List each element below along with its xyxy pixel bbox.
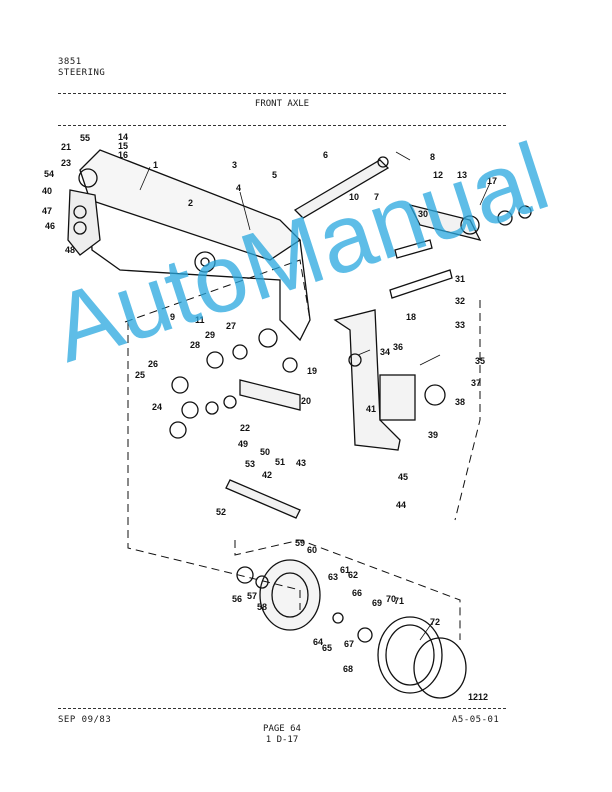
callout-21: 21 [61, 142, 71, 152]
callout-70: 70 [386, 594, 396, 604]
callout-50: 50 [260, 447, 270, 457]
callout-66: 66 [352, 588, 362, 598]
footer-code: A5-05-01 [452, 715, 500, 725]
callout-13: 13 [457, 170, 467, 180]
callout-36: 36 [393, 342, 403, 352]
callout-40: 40 [42, 186, 52, 196]
callout-7: 7 [374, 192, 379, 202]
callout-labels: 1 2 3 4 5 6 7 8 9 10 11 12 13 14 15 16 1… [42, 132, 497, 674]
callout-63: 63 [328, 572, 338, 582]
callout-68: 68 [343, 664, 353, 674]
callout-42: 42 [262, 470, 272, 480]
callout-48: 48 [65, 245, 75, 255]
callout-44: 44 [396, 500, 406, 510]
callout-65: 65 [322, 643, 332, 653]
callout-72: 72 [430, 617, 440, 627]
callout-27: 27 [226, 321, 236, 331]
callout-52: 52 [216, 507, 226, 517]
callout-32: 32 [455, 296, 465, 306]
callout-31: 31 [455, 274, 465, 284]
model-number: 3851 [58, 57, 82, 67]
callout-15: 15 [118, 141, 128, 151]
callout-25: 25 [135, 370, 145, 380]
callout-11: 11 [195, 315, 205, 325]
callout-54: 54 [44, 169, 54, 179]
callout-5: 5 [272, 170, 277, 180]
callout-24: 24 [152, 402, 162, 412]
callout-3: 3 [232, 160, 237, 170]
callout-12: 12 [433, 170, 443, 180]
footer-date: SEP 09/83 [58, 715, 112, 725]
callout-37: 37 [471, 378, 481, 388]
callout-71: 71 [394, 596, 404, 606]
callout-38: 38 [455, 397, 465, 407]
callout-35: 35 [475, 356, 485, 366]
callout-28: 28 [190, 340, 200, 350]
callout-16: 16 [118, 150, 128, 160]
callout-62: 62 [348, 570, 358, 580]
callout-4: 4 [236, 183, 241, 193]
callout-17: 17 [487, 176, 497, 186]
callout-8: 8 [430, 152, 435, 162]
callout-51: 51 [275, 457, 285, 467]
callout-14: 14 [118, 132, 128, 142]
callout-23: 23 [61, 158, 71, 168]
title-rule [58, 125, 506, 126]
callout-49: 49 [238, 439, 248, 449]
callout-2: 2 [188, 198, 193, 208]
callout-53: 53 [245, 459, 255, 469]
callout-34: 34 [380, 347, 390, 357]
callout-69: 69 [372, 598, 382, 608]
callout-26: 26 [148, 359, 158, 369]
callout-61: 61 [340, 565, 350, 575]
callout-47: 47 [42, 206, 52, 216]
top-rule [58, 93, 506, 94]
section-title: STEERING [58, 68, 106, 78]
callout-41: 41 [366, 404, 376, 414]
callout-67: 67 [344, 639, 354, 649]
callout-64: 64 [313, 637, 323, 647]
callout-19: 19 [307, 366, 317, 376]
callout-20: 20 [301, 396, 311, 406]
callout-6: 6 [323, 150, 328, 160]
footer-page: PAGE 64 [263, 724, 301, 734]
callout-59: 59 [295, 538, 305, 548]
callout-45: 45 [398, 472, 408, 482]
figure-number: 1212 [468, 692, 488, 702]
callout-39: 39 [428, 430, 438, 440]
callout-18: 18 [406, 312, 416, 322]
page-title: FRONT AXLE [254, 99, 310, 109]
callout-30: 30 [418, 209, 428, 219]
callout-33: 33 [455, 320, 465, 330]
callout-43: 43 [296, 458, 306, 468]
callout-60: 60 [307, 545, 317, 555]
callout-46: 46 [45, 221, 55, 231]
footer-ref: 1 D-17 [265, 735, 299, 745]
callout-57: 57 [247, 591, 257, 601]
callout-1: 1 [153, 160, 158, 170]
callout-55: 55 [80, 133, 90, 143]
callout-29: 29 [205, 330, 215, 340]
callout-9: 9 [170, 312, 175, 322]
footer-rule [58, 708, 506, 709]
callout-58: 58 [257, 602, 267, 612]
callout-56: 56 [232, 594, 242, 604]
callout-22: 22 [240, 423, 250, 433]
callout-10: 10 [349, 192, 359, 202]
